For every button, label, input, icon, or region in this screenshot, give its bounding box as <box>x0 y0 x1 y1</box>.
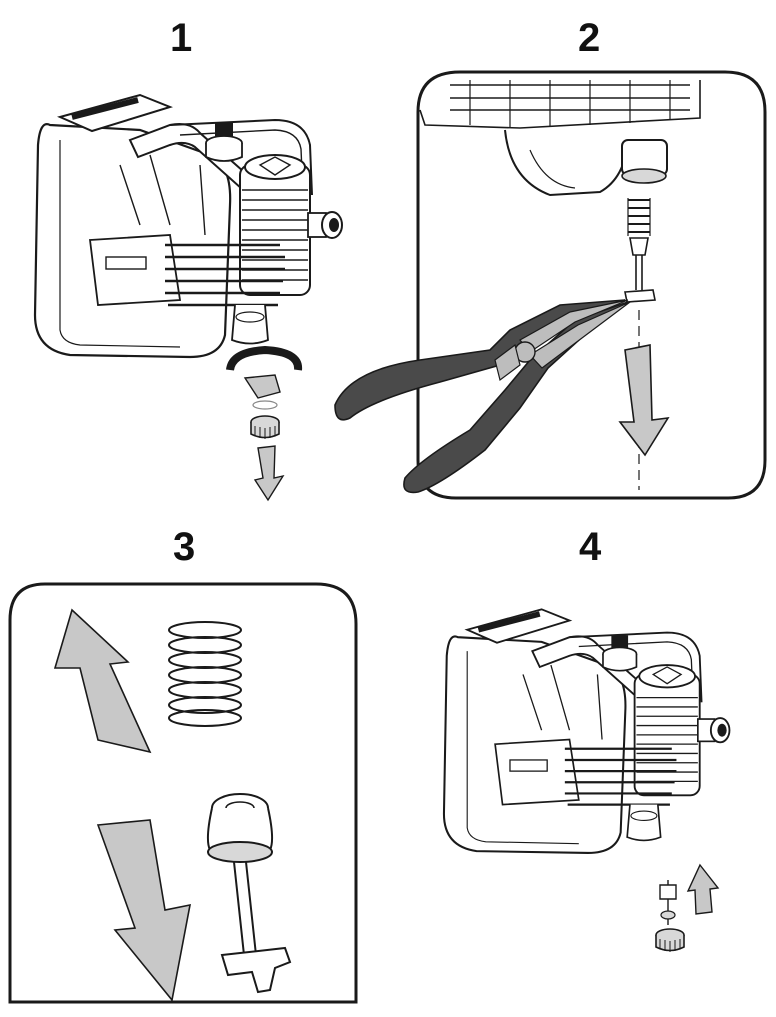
arrow-up-icon <box>686 863 720 915</box>
step-1-pump <box>35 95 342 357</box>
arrow-up-icon <box>53 608 152 754</box>
rotate-arrow-icon <box>226 345 303 410</box>
step-3-number: 3 <box>173 525 196 569</box>
spring-icon <box>168 621 242 727</box>
nut-icon <box>250 415 280 440</box>
step-2-number: 2 <box>578 16 601 60</box>
nut-icon <box>655 928 685 953</box>
spring-icon <box>627 198 651 256</box>
step-4-number: 4 <box>579 525 602 569</box>
step-1-number: 1 <box>170 16 193 60</box>
valve-stem-icon <box>659 880 677 925</box>
arrow-down-icon <box>96 819 192 1002</box>
step-3-panel <box>8 582 358 1004</box>
valve-stem-icon <box>206 793 292 994</box>
arrow-down-icon <box>253 445 285 502</box>
arrow-down-icon <box>618 344 670 457</box>
pliers-icon <box>334 299 631 494</box>
step-4-pump <box>444 609 730 853</box>
